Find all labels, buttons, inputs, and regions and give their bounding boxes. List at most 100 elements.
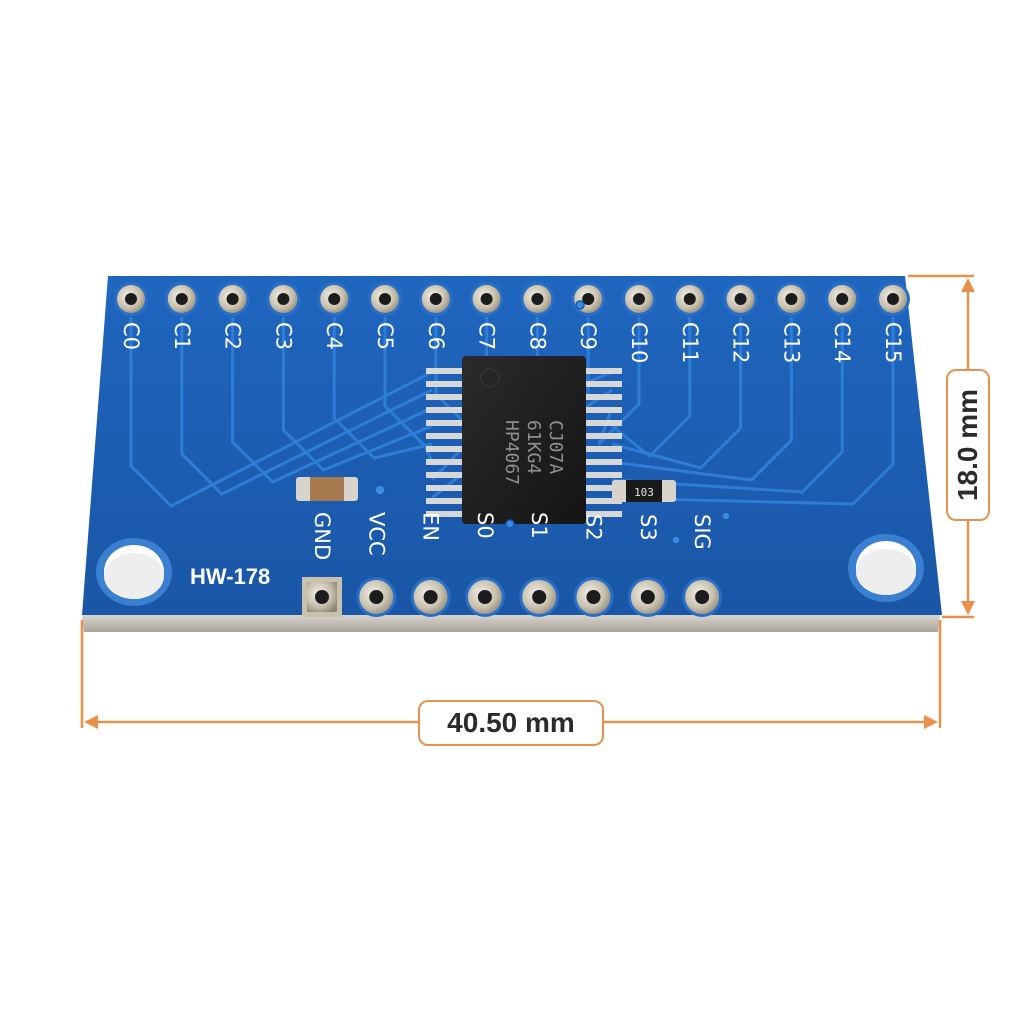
chip-lead	[584, 381, 622, 387]
smd-capacitor	[296, 477, 358, 501]
chip-lead	[426, 446, 464, 452]
smd-resistor: 103	[612, 480, 676, 502]
top-pin-label: C2	[221, 322, 245, 350]
top-pin-label: C9	[576, 322, 600, 350]
top-pad-c5	[368, 282, 402, 316]
top-pad-c13	[774, 282, 809, 316]
top-pad-c8	[520, 282, 555, 316]
chip-lead	[584, 394, 622, 400]
top-pin-label: C8	[525, 322, 549, 350]
top-pad-c15	[876, 282, 910, 316]
chip-lead	[426, 381, 464, 387]
chip-marking-line-1: HP4067	[501, 420, 522, 485]
bottom-pad-gnd	[302, 577, 342, 617]
top-pin-label: C14	[830, 322, 854, 363]
chip-lead	[584, 420, 622, 426]
chip-lead	[584, 446, 622, 452]
board-model-label: HW-178	[190, 564, 270, 589]
bottom-pad-s1	[519, 577, 560, 617]
top-pin-label: C0	[119, 322, 143, 350]
width-dimension-text: 40.50 mm	[447, 707, 575, 738]
chip-lead	[426, 511, 464, 517]
top-pin-label: C11	[678, 322, 702, 363]
bottom-pin-label: VCC	[364, 512, 388, 556]
copper-trace	[430, 317, 478, 482]
chip-lead	[426, 407, 464, 413]
top-pad-c7	[469, 282, 504, 316]
copper-trace	[611, 317, 793, 482]
bottom-pin-label: GND	[310, 512, 334, 560]
bottom-pin-label: S1	[527, 512, 551, 539]
top-pad-c14	[825, 282, 860, 316]
top-pin-label: C5	[373, 322, 397, 350]
mux-chip: HP4067 61KG4 CJ07A	[462, 356, 586, 524]
mounting-hole-left	[96, 538, 172, 606]
chip-lead	[584, 511, 622, 517]
top-pad-c0	[114, 282, 148, 316]
copper-trace	[129, 317, 433, 508]
width-dimension-line	[80, 620, 942, 729]
bottom-pin-label: S0	[473, 512, 497, 539]
top-pad-c6	[418, 282, 453, 316]
top-pin-label: C12	[729, 322, 753, 363]
copper-trace	[180, 317, 433, 496]
bottom-pin-label: EN	[419, 512, 443, 541]
copper-trace	[332, 317, 433, 460]
top-pad-c1	[164, 282, 199, 316]
top-pin-label: C6	[424, 322, 448, 350]
chip-lead	[584, 368, 622, 374]
vias	[374, 300, 731, 545]
bottom-pad-s2	[573, 577, 614, 617]
bottom-pad-en	[410, 577, 451, 617]
chip-lead	[426, 368, 464, 374]
chip-lead	[426, 433, 464, 439]
height-dimension-label: 18.0 mm	[946, 369, 990, 521]
copper-trace	[611, 317, 743, 470]
top-pad-c12	[723, 282, 758, 316]
width-dimension-label: 40.50 mm	[418, 700, 604, 746]
bottom-pin-label: S2	[582, 514, 606, 541]
bottom-pad-vcc	[356, 577, 397, 617]
top-pin-label: C4	[322, 322, 346, 350]
copper-trace	[383, 317, 434, 463]
bottom-pin-label: SIG	[690, 514, 714, 550]
top-pin-label: C7	[475, 322, 499, 350]
chip-lead	[584, 407, 622, 413]
chip-lead	[584, 459, 622, 465]
bottom-pin-label: S3	[636, 514, 660, 541]
chip-marking-line-2: 61KG4	[523, 420, 544, 474]
chip-lead	[584, 498, 622, 504]
chip-lead	[426, 420, 464, 426]
resistor-code: 103	[634, 486, 654, 499]
chip-lead	[426, 498, 464, 504]
bottom-pad-s3	[627, 577, 668, 617]
chip-lead	[426, 394, 464, 400]
copper-trace	[611, 317, 895, 506]
top-pad-c9	[571, 282, 606, 316]
height-dimension-text: 18.0 mm	[952, 388, 984, 502]
height-dimension-line	[908, 274, 975, 619]
top-pin-label: C10	[627, 322, 651, 363]
top-pin-label: C15	[881, 322, 905, 363]
top-pad-c2	[215, 282, 250, 316]
chip-lead	[584, 433, 622, 439]
top-pin-label: C3	[271, 322, 295, 350]
top-pad-c10	[622, 282, 656, 316]
chip-lead	[426, 485, 464, 491]
copper-trace	[611, 317, 844, 494]
chip-lead	[584, 472, 622, 478]
copper-trace	[281, 317, 433, 472]
copper-trace	[611, 317, 692, 459]
chip-marking-line-3: CJ07A	[545, 420, 566, 474]
copper-trace	[231, 317, 433, 484]
mounting-hole-right	[848, 534, 924, 602]
chip-lead	[584, 485, 622, 491]
top-pin-label: C13	[779, 322, 803, 363]
chip-lead	[426, 459, 464, 465]
bottom-pad-s0	[464, 577, 505, 617]
chip-lead	[426, 472, 464, 478]
top-pad-c4	[317, 282, 352, 316]
top-pad-c3	[266, 282, 301, 316]
top-pad-c11	[672, 282, 707, 316]
